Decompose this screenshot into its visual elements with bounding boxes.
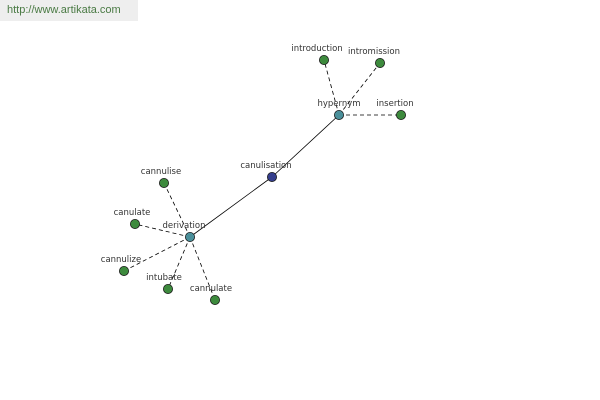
- label-canulate[interactable]: canulate: [114, 208, 151, 218]
- edge-hypernym-introduction: [323, 59, 340, 116]
- edge-canulisation-hypernym: [271, 114, 340, 178]
- node-intromission[interactable]: [374, 58, 385, 69]
- node-derivation[interactable]: [184, 231, 195, 242]
- edge-derivation-cannulate: [189, 236, 216, 301]
- label-cannulate[interactable]: cannulate: [190, 284, 232, 294]
- label-cannulise[interactable]: cannulise: [141, 167, 181, 177]
- node-insertion[interactable]: [395, 110, 406, 121]
- node-intubate[interactable]: [162, 283, 173, 294]
- url-banner: http://www.artikata.com: [0, 0, 138, 21]
- label-hypernym[interactable]: hypernym: [317, 99, 360, 109]
- site-url-link[interactable]: http://www.artikata.com: [7, 4, 121, 16]
- node-introduction[interactable]: [318, 55, 329, 66]
- label-introduction[interactable]: introduction: [291, 44, 342, 54]
- node-cannulize[interactable]: [119, 265, 130, 276]
- edge-derivation-intubate: [167, 236, 191, 290]
- label-derivation[interactable]: derivation: [162, 221, 205, 231]
- label-intubate[interactable]: intubate: [146, 273, 182, 283]
- node-canulisation[interactable]: [266, 171, 277, 182]
- node-cannulise[interactable]: [158, 177, 169, 188]
- label-cannulize[interactable]: cannulize: [101, 255, 141, 265]
- label-canulisation[interactable]: canulisation: [240, 161, 291, 171]
- label-intromission[interactable]: intromission: [348, 47, 400, 57]
- edge-derivation-cannulise: [163, 182, 191, 238]
- node-canulate[interactable]: [129, 218, 140, 229]
- edge-derivation-cannulize: [123, 236, 191, 272]
- edge-canulisation-derivation: [189, 176, 273, 238]
- label-insertion[interactable]: insertion: [376, 99, 413, 109]
- node-cannulate[interactable]: [209, 294, 220, 305]
- node-hypernym[interactable]: [333, 110, 344, 121]
- edge-derivation-canulate: [134, 223, 191, 238]
